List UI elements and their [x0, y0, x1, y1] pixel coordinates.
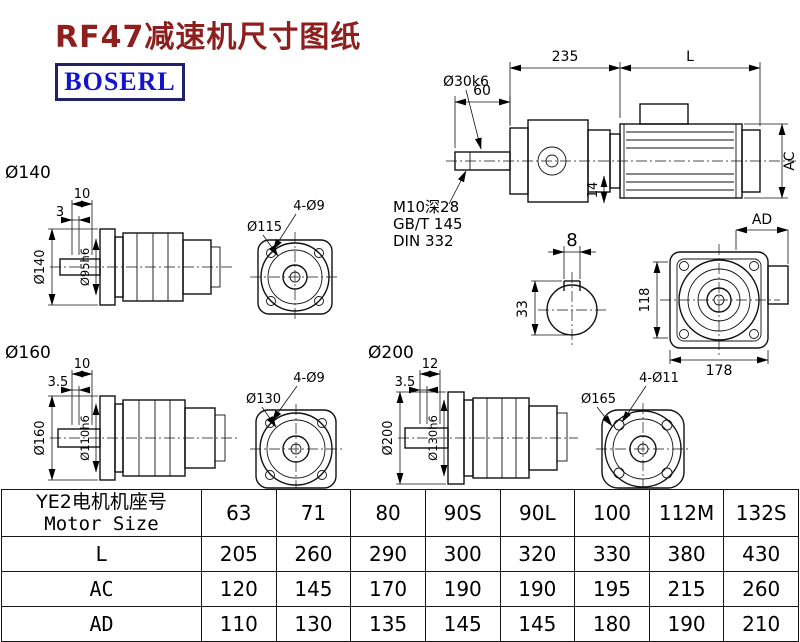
flange-200-spigot: Ø130h6	[426, 415, 440, 461]
motor-size-header-en: Motor Size	[44, 513, 159, 535]
motor-size-table: YE2电机机座号 Motor Size 63 71 80 90S 90L 100…	[1, 489, 799, 642]
end-view-terminal-box	[767, 265, 789, 305]
row-label-L: L	[1, 536, 202, 572]
page-title: RF47减速机尺寸图纸	[55, 20, 362, 55]
cell-AD-90L: 145	[499, 606, 576, 642]
cell-AD-80: 135	[350, 606, 426, 642]
dim-60-label: 60	[473, 83, 491, 99]
frame-size-90L: 90L	[499, 489, 576, 537]
cell-L-80: 290	[350, 536, 426, 572]
flange-140-boltcircle-label: Ø115	[247, 220, 282, 235]
row-label-AD: AD	[1, 606, 202, 642]
cell-AD-63: 110	[201, 606, 277, 642]
motor-size-header-cn: YE2电机机座号	[36, 491, 167, 513]
dim-118-label: 118	[638, 288, 653, 313]
main-side-view: 235 L 60 Ø30k6 AC 14 M10深28 GB/T 145 DIN	[393, 49, 798, 250]
dim-L-label: L	[686, 49, 694, 65]
cell-AC-112M: 215	[648, 571, 725, 607]
flange-160-boltcircle-label: Ø130	[246, 392, 281, 407]
shaft-diameter-label: Ø30k6	[443, 74, 489, 90]
flange-200-holes-label: 4-Ø11	[639, 371, 679, 386]
flange-200-title: Ø200	[368, 343, 414, 363]
cell-AC-80: 170	[350, 571, 426, 607]
flange-140-group: Ø140 10 3 Ø140	[5, 163, 340, 322]
tap-note-din332: DIN 332	[393, 232, 454, 250]
flange-160-od: Ø160	[33, 420, 48, 455]
flange-140-dim3: 3	[56, 205, 64, 220]
fan-cover	[741, 129, 761, 193]
cell-L-132S: 430	[723, 536, 799, 572]
shaft-key-section: 8 33	[515, 230, 606, 348]
cell-AD-112M: 190	[648, 606, 725, 642]
cell-AC-63: 120	[201, 571, 277, 607]
flange-160-group: Ø160 10 3.5 Ø160	[5, 343, 342, 489]
key-height-label: 33	[515, 300, 531, 318]
flange-160-title: Ø160	[5, 343, 51, 363]
cell-L-100: 330	[574, 536, 650, 572]
flange-200-boltcircle-label: Ø165	[581, 392, 616, 407]
cell-AD-100: 180	[574, 606, 650, 642]
cell-AD-90S: 145	[424, 606, 501, 642]
flange-200-group: Ø200 12 3.5 Ø200	[368, 343, 690, 489]
cell-AC-71: 145	[275, 571, 352, 607]
cell-L-90S: 300	[424, 536, 501, 572]
cell-L-90L: 320	[499, 536, 576, 572]
technical-drawing-canvas: 235 L 60 Ø30k6 AC 14 M10深28 GB/T 145 DIN	[5, 49, 798, 489]
cell-AC-90L: 190	[499, 571, 576, 607]
flange-200-dim35: 3.5	[395, 375, 416, 390]
key-width-label: 8	[566, 230, 577, 251]
dim-14-label: 14	[586, 182, 601, 199]
frame-size-132S: 132S	[723, 489, 799, 537]
table-row-L: L 205 260 290 300 320 330 380 430	[1, 536, 799, 572]
flange-160-dim10: 10	[74, 357, 91, 372]
input-shaft	[454, 151, 511, 171]
cell-L-112M: 380	[648, 536, 725, 572]
flange-140-od: Ø140	[33, 249, 48, 284]
output-end-view: AD 118 178	[638, 212, 789, 379]
flange-160-dim35: 3.5	[48, 375, 69, 390]
dim-178-label: 178	[706, 363, 733, 379]
flange-140-spigot: Ø95h6	[78, 248, 92, 286]
row-label-AC: AC	[1, 571, 202, 607]
cell-AD-132S: 210	[723, 606, 799, 642]
table-row-AC: AC 120 145 170 190 190 195 215 260	[1, 571, 799, 607]
frame-size-90S: 90S	[424, 489, 501, 537]
dim-AD-label: AD	[752, 212, 772, 228]
dim-AC-label: AC	[782, 151, 798, 170]
boserl-logo: BOSERL	[55, 63, 185, 101]
tap-note-m10: M10深28	[393, 198, 459, 216]
flange-200-od: Ø200	[381, 420, 396, 455]
flange-140-title: Ø140	[5, 163, 51, 183]
table-header-row: YE2电机机座号 Motor Size 63 71 80 90S 90L 100…	[1, 489, 799, 537]
frame-size-112M: 112M	[648, 489, 725, 537]
table-row-AD: AD 110 130 135 145 145 180 190 210	[1, 606, 799, 642]
frame-size-80: 80	[350, 489, 426, 537]
flange-160-spigot: Ø110h6	[78, 415, 92, 461]
flange-140-holes-label: 4-Ø9	[293, 199, 324, 214]
tap-note-gbt145: GB/T 145	[393, 215, 463, 233]
frame-size-100: 100	[574, 489, 650, 537]
frame-size-63: 63	[201, 489, 277, 537]
flange-140-dim10: 10	[74, 187, 91, 202]
flange-160-holes-label: 4-Ø9	[293, 371, 324, 386]
terminal-box	[639, 103, 689, 125]
dim-235-label: 235	[552, 49, 579, 65]
frame-size-71: 71	[275, 489, 352, 537]
cell-AC-90S: 190	[424, 571, 501, 607]
cell-AC-100: 195	[574, 571, 650, 607]
flange-200-dim12: 12	[422, 357, 439, 372]
cell-L-63: 205	[201, 536, 277, 572]
cell-AC-132S: 260	[723, 571, 799, 607]
cell-AD-71: 130	[275, 606, 352, 642]
cell-L-71: 260	[275, 536, 352, 572]
motor-size-header: YE2电机机座号 Motor Size	[1, 489, 202, 537]
